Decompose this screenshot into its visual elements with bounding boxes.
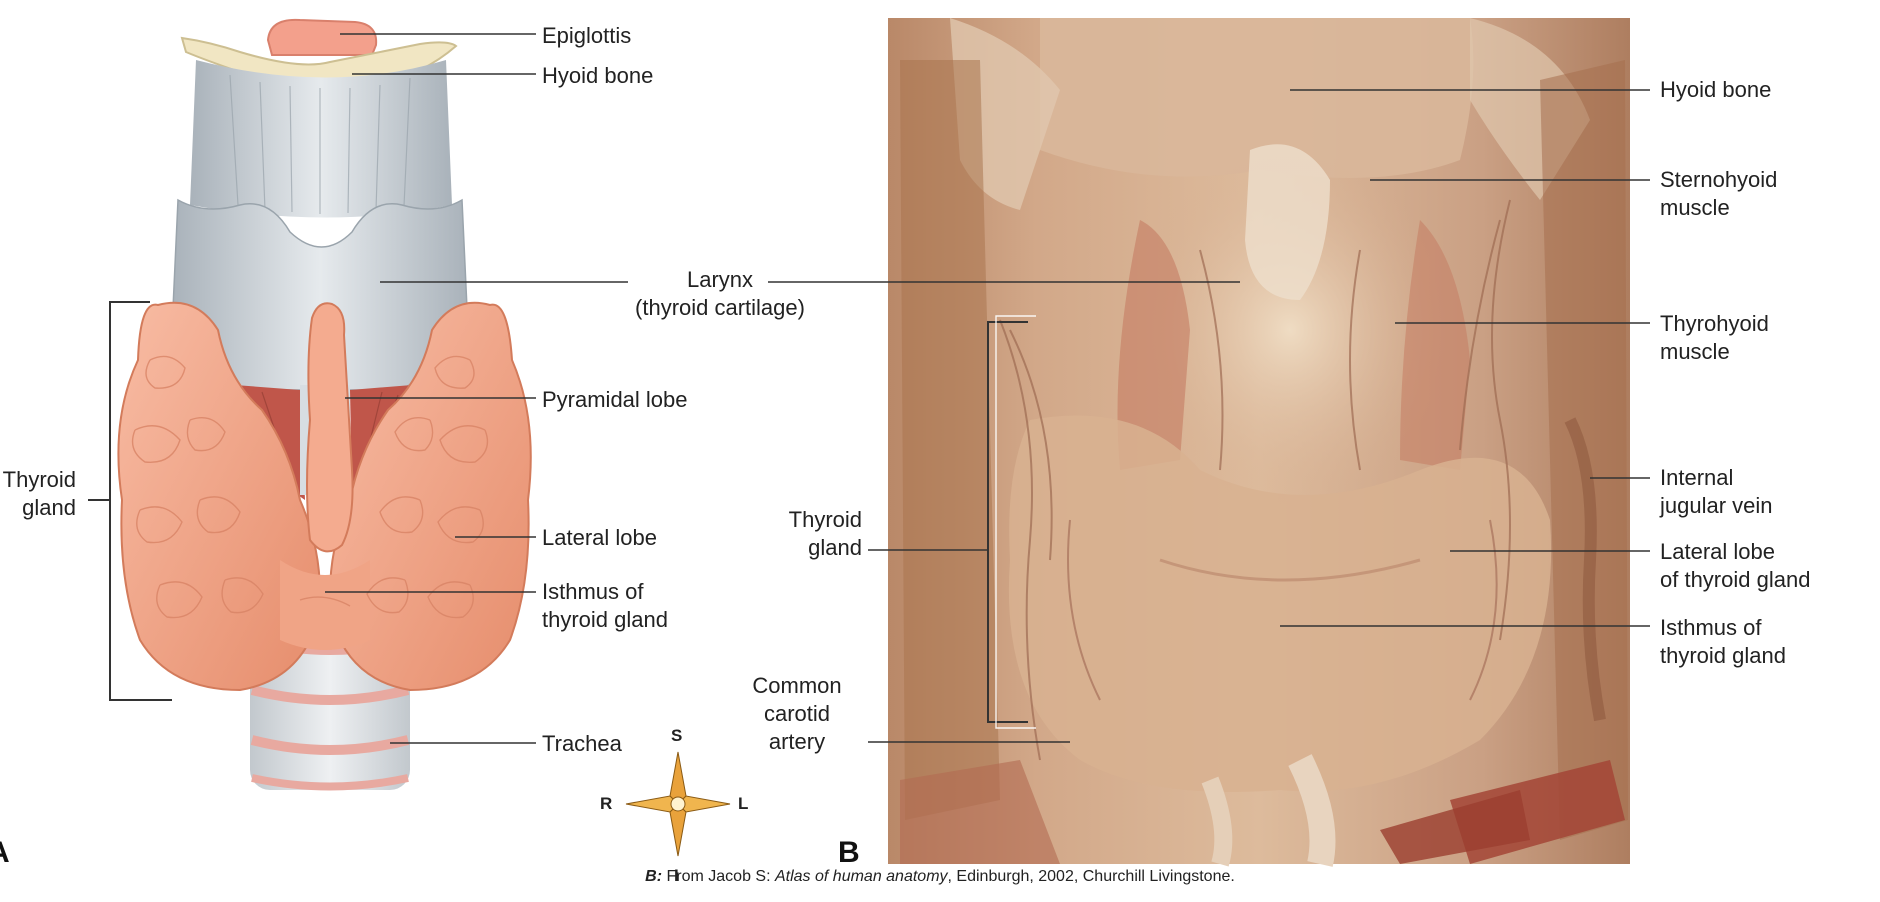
- label-thyroid-gland-a-line2: gland: [22, 495, 76, 520]
- label-epiglottis: Epiglottis: [542, 23, 632, 48]
- label-internal-jugular: Internal jugular vein: [1660, 464, 1773, 520]
- label-lateral-lobe-b-line1: Lateral lobe: [1660, 539, 1775, 564]
- label-pyramidal-lobe: Pyramidal lobe: [542, 387, 688, 412]
- label-isthmus-a-line2: thyroid gland: [542, 607, 668, 632]
- thyroid-gland-shape: [117, 301, 532, 692]
- label-lateral-lobe-b: Lateral lobe of thyroid gland: [1660, 538, 1810, 594]
- label-isthmus-a-line1: Isthmus of: [542, 579, 644, 604]
- label-trachea: Trachea: [542, 731, 622, 756]
- label-larynx: Larynx (thyroid cartilage): [600, 266, 840, 322]
- compass-right: R: [600, 794, 613, 813]
- panel-a-letter: A: [0, 836, 10, 870]
- label-hyoid-bone-b: Hyoid bone: [1660, 77, 1772, 102]
- label-common-carotid: Common carotid artery: [730, 672, 864, 756]
- label-larynx-line1: Larynx: [686, 267, 754, 292]
- label-larynx-line2: (thyroid cartilage): [635, 295, 805, 320]
- label-lateral-lobe-b-line2: of thyroid gland: [1660, 567, 1811, 592]
- thyroid-gland-bracket-b: [987, 321, 1028, 723]
- label-hyoid-bone-a: Hyoid bone: [542, 63, 654, 88]
- label-thyrohyoid-line1: Thyrohyoid: [1660, 311, 1769, 336]
- larynx-membrane: [190, 60, 452, 218]
- label-thyroid-gland-b-line1: Thyroid: [788, 507, 862, 532]
- label-isthmus-b-line2: thyroid gland: [1660, 643, 1786, 668]
- compass-superior: S: [671, 726, 683, 745]
- panel-a-leader-lines: [325, 33, 628, 744]
- caption-title: Atlas of human anatomy: [774, 868, 948, 885]
- label-isthmus-b: Isthmus of thyroid gland: [1660, 614, 1786, 670]
- label-thyroid-gland-a-line1: Thyroid: [2, 467, 76, 492]
- label-sternohyoid: Sternohyoid muscle: [1660, 166, 1777, 222]
- compass-inferior: I: [674, 866, 679, 885]
- epiglottis-shape: [266, 18, 378, 56]
- compass-rose-icon: [625, 751, 731, 857]
- caption-from: From Jacob S:: [662, 868, 775, 885]
- caption-rest: , Edinburgh, 2002, Churchill Livingstone…: [947, 868, 1235, 885]
- label-internal-jugular-line1: Internal: [1660, 465, 1734, 490]
- label-common-carotid-line2: carotid: [763, 701, 831, 726]
- label-isthmus-a: Isthmus of thyroid gland: [542, 578, 668, 634]
- label-common-carotid-line1: Common: [752, 673, 842, 698]
- label-thyrohyoid-line2: muscle: [1660, 339, 1730, 364]
- panel-b-leader-lines: [768, 89, 1650, 743]
- label-thyroid-gland-b-line2: gland: [808, 535, 862, 560]
- label-sternohyoid-line1: Sternohyoid: [1660, 167, 1778, 192]
- label-common-carotid-line3: artery: [768, 729, 826, 754]
- label-isthmus-b-line1: Isthmus of: [1660, 615, 1762, 640]
- label-internal-jugular-line2: jugular vein: [1660, 493, 1773, 518]
- figure-caption: B: From Jacob S: Atlas of human anatomy,…: [0, 868, 1880, 886]
- panel-b-letter: B: [838, 836, 860, 869]
- caption-prefix: B:: [645, 868, 663, 885]
- compass-left: L: [738, 794, 749, 813]
- label-lateral-lobe-a: Lateral lobe: [542, 525, 657, 550]
- label-thyroid-gland-a: Thyroid gland: [0, 466, 76, 522]
- label-thyroid-gland-b: Thyroid gland: [720, 506, 862, 562]
- label-sternohyoid-line2: muscle: [1660, 195, 1730, 220]
- label-thyrohyoid: Thyrohyoid muscle: [1660, 310, 1769, 366]
